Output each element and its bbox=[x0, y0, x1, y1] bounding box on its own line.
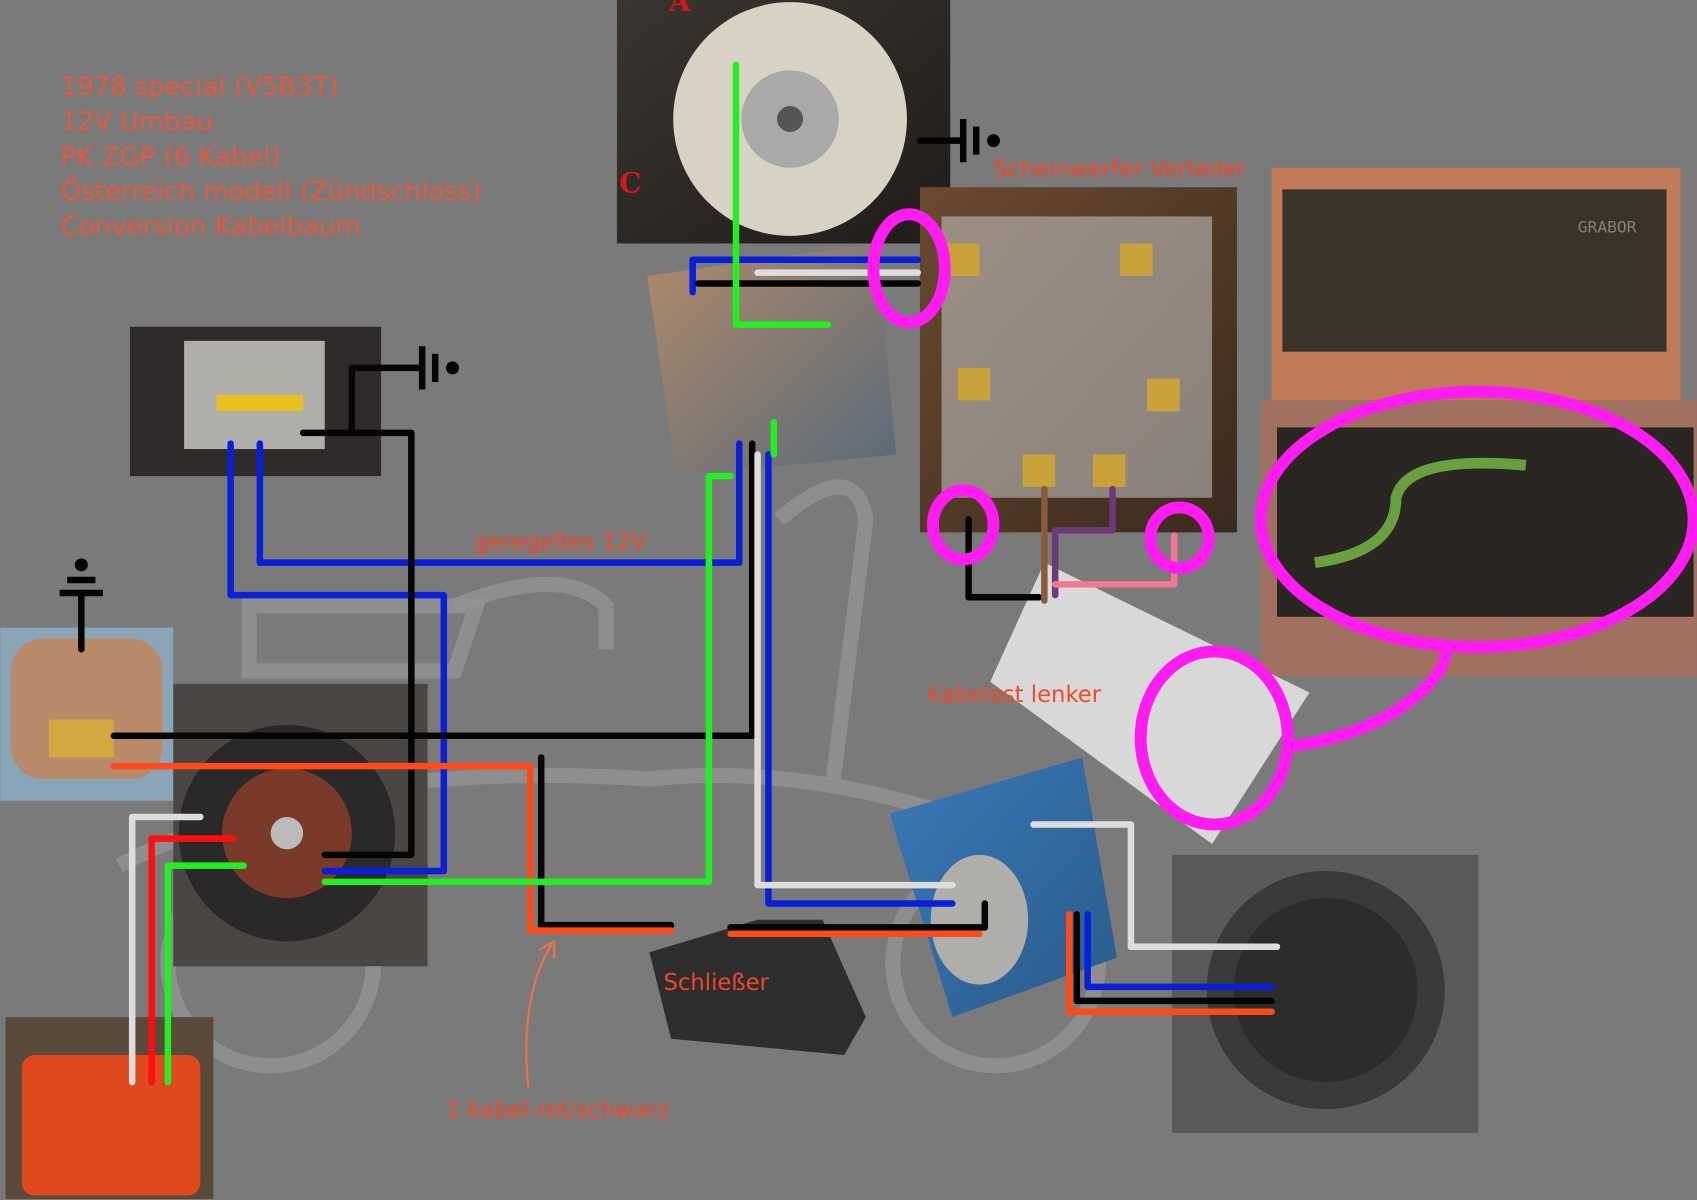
title-line: Österreich modell (Zündschloss) bbox=[61, 175, 482, 207]
engine-photo bbox=[173, 683, 428, 967]
headlight-distributor-photo bbox=[919, 187, 1237, 533]
title-line: 1978 special (V5B3T) bbox=[61, 72, 339, 102]
label-single-wire: 1 kabel-rot/schwarz bbox=[446, 1098, 669, 1124]
stator-photo: A C bbox=[616, 0, 951, 244]
stator-label-a: A bbox=[668, 0, 692, 18]
highlight-marks bbox=[867, 208, 1697, 831]
horn-photo bbox=[1172, 854, 1479, 1133]
title-line: 12V Umbau bbox=[61, 107, 213, 137]
white-wires bbox=[128, 269, 1281, 1086]
green-wires bbox=[164, 61, 832, 1086]
switch-top-photo: GRABOR bbox=[1271, 167, 1681, 401]
red-wires bbox=[110, 762, 1275, 1086]
switch-brand: GRABOR bbox=[1578, 218, 1637, 237]
regulator-photo bbox=[130, 326, 382, 477]
ground-symbols bbox=[59, 119, 1000, 597]
harness-hand-photo bbox=[647, 243, 897, 477]
switch-bottom-photo bbox=[1260, 400, 1697, 677]
label-headlight-distributor: Scheinwerfer Verteiler bbox=[993, 156, 1246, 182]
label-closer: Schließer bbox=[663, 970, 769, 996]
stator-label-c: C bbox=[619, 167, 641, 200]
blue-wires bbox=[227, 256, 1275, 991]
title-line: PK ZGP (6 Kabel) bbox=[61, 143, 281, 173]
label-regulated-12v: geregeltes 12V bbox=[474, 530, 647, 556]
black-wires bbox=[78, 137, 1275, 1005]
title-block: 1978 special (V5B3T) 12V Umbau PK ZGP (6… bbox=[61, 72, 482, 242]
distributor-wires bbox=[1041, 485, 1178, 604]
label-handlebar-harness: kabelast lenker bbox=[927, 682, 1101, 708]
taillight-photo bbox=[0, 627, 174, 801]
pointer-arrow bbox=[525, 939, 556, 1088]
closer-photo bbox=[649, 919, 866, 1056]
title-line: Conversion Kabelbaum bbox=[61, 212, 361, 242]
ignition-coil-photo bbox=[5, 1017, 214, 1199]
